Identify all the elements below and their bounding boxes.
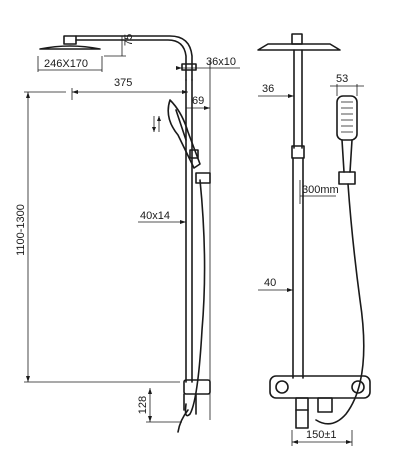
holder-front — [338, 171, 356, 185]
bar-clamp-label: 40x14 — [140, 210, 170, 222]
valve-spacing-label: 150±1 — [306, 429, 337, 441]
hose-length-label: 300mm — [302, 184, 339, 196]
pipe-coupling — [291, 145, 305, 159]
handheld-front — [336, 95, 358, 141]
total-height-label: 1100-1300 — [15, 204, 27, 256]
hose — [184, 179, 206, 417]
front-view: 36 53 300mm 40 150±1 — [257, 33, 371, 446]
shower-arm — [75, 35, 193, 81]
rain-head-front — [257, 43, 341, 51]
handheld-shower — [167, 99, 201, 169]
rain-head — [39, 45, 101, 50]
handle-width-label: 53 — [336, 73, 348, 85]
arm-reach-label: 375 — [114, 77, 132, 89]
pipe-width-lower-label: 40 — [264, 277, 276, 289]
head-height-label: 75 — [123, 34, 135, 46]
arm-clamp-label: 36x10 — [206, 56, 236, 68]
arm-clamp — [181, 63, 197, 71]
rain-head-connector — [63, 35, 77, 45]
slide-holder — [195, 172, 211, 184]
spout — [177, 409, 189, 433]
handheld-offset-label: 69 — [192, 95, 204, 107]
pipe-width-upper-label: 36 — [262, 83, 274, 95]
spout-height-label: 128 — [137, 396, 149, 414]
hose-front — [315, 183, 365, 425]
head-size-label: 246X170 — [44, 58, 88, 70]
mixer-body — [269, 375, 371, 399]
side-view: 246X170 75 36x10 375 69 1100-1300 — [15, 34, 240, 433]
